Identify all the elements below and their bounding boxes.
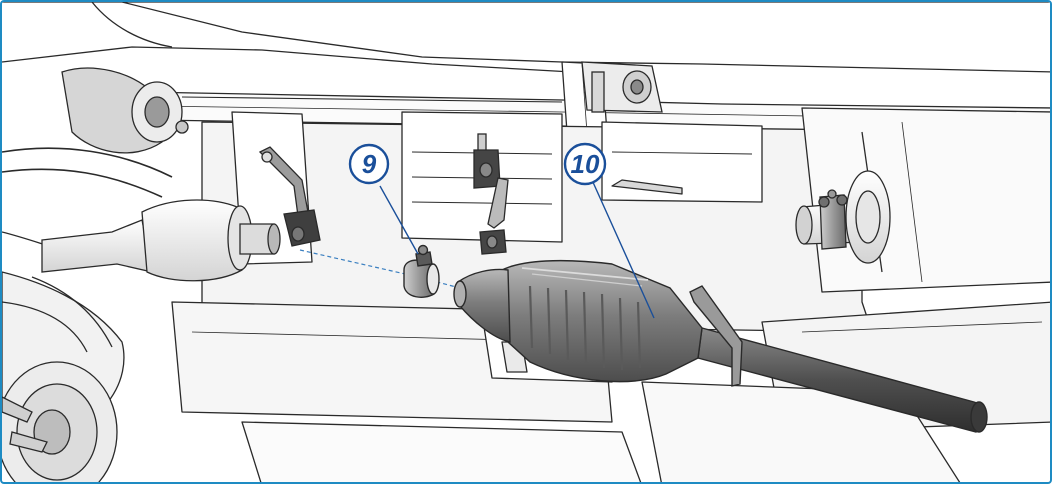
wheel-hub-assembly xyxy=(2,271,125,482)
callout-10-leader xyxy=(591,179,655,319)
callout-9-leader xyxy=(379,185,419,255)
catalytic-converter-icon xyxy=(453,259,988,433)
center-rubber-hangers xyxy=(473,133,509,255)
body-mount-bracket xyxy=(581,61,663,113)
pipe-clamp-icon xyxy=(403,244,440,298)
callout-10-label: 10 xyxy=(571,149,600,179)
callout-9: 9 xyxy=(348,143,390,185)
left-rubber-hanger xyxy=(258,146,321,247)
drive-shaft xyxy=(61,67,563,154)
callout-10: 10 xyxy=(563,142,607,186)
callout-9-label: 9 xyxy=(362,149,377,179)
original-catalytic-converter xyxy=(41,199,281,282)
callout-leaders xyxy=(379,179,655,319)
rear-muffler-connection xyxy=(795,170,891,264)
assembly-path-line xyxy=(299,249,461,289)
